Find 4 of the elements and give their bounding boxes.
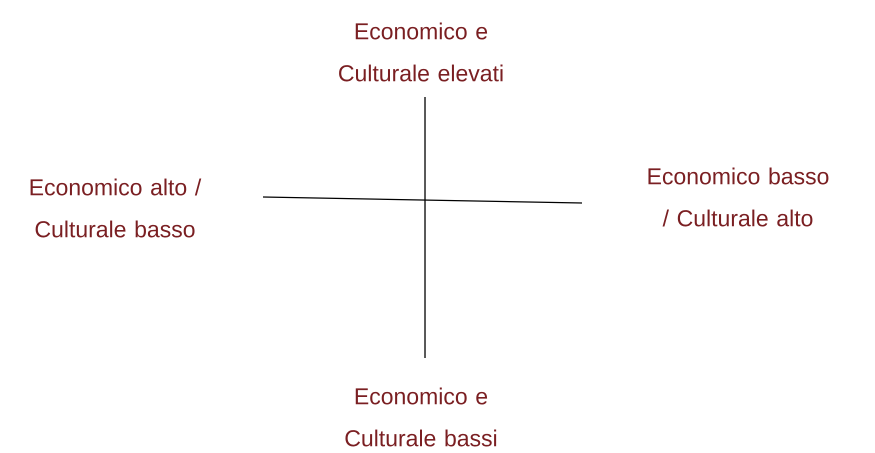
axis-label: Economico alto / Culturale basso: [30, 178, 202, 238]
axis-label: Economico e Culturale elevati: [339, 22, 503, 82]
axis-label: Economico basso / Culturale alto: [648, 168, 828, 226]
axis-label: Economico e Culturale bassi: [345, 388, 496, 446]
